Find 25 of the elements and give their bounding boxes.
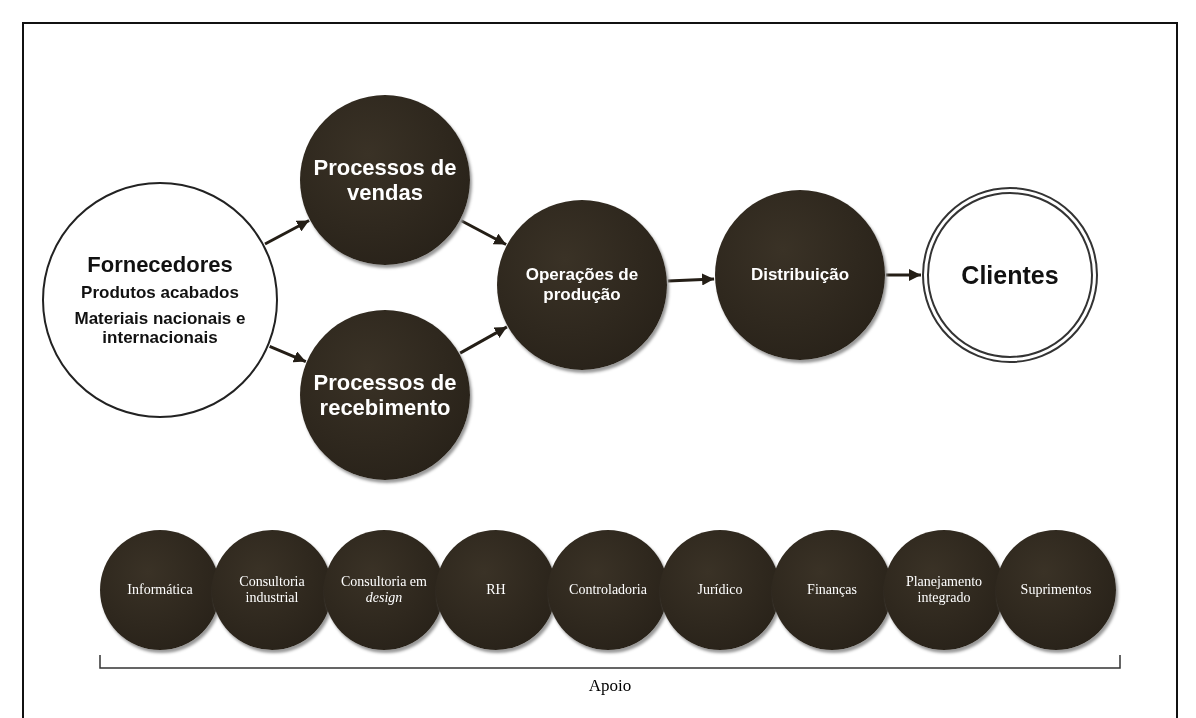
node-title: Jurídico bbox=[697, 581, 743, 599]
circle-node bbox=[996, 530, 1116, 650]
node-title: Informática bbox=[127, 581, 193, 599]
arrow bbox=[886, 269, 921, 281]
arrow bbox=[460, 219, 507, 246]
node-title: Consultoria em design bbox=[340, 573, 428, 607]
node-title: Planejamento integrado bbox=[904, 573, 984, 607]
node-title: Processos de recebimento bbox=[312, 369, 458, 421]
arrow bbox=[667, 273, 715, 286]
node-title: Controladoria bbox=[569, 581, 647, 599]
node-title: Suprimentos bbox=[1020, 581, 1092, 599]
node-title: Clientes bbox=[961, 260, 1059, 290]
node-title: Operações de produção bbox=[524, 265, 640, 305]
node-text: Materiais nacionais e internacionais bbox=[73, 308, 247, 348]
node-title: Fornecedores bbox=[87, 252, 233, 278]
node-title: Consultoria industrial bbox=[238, 573, 306, 607]
group-label: Apoio bbox=[588, 676, 632, 695]
arrow bbox=[264, 219, 310, 246]
arrow bbox=[459, 325, 508, 355]
node-title: Distribuição bbox=[750, 265, 850, 285]
node-title: RH bbox=[486, 581, 506, 599]
node-title: Finanças bbox=[807, 581, 857, 599]
node-text: Produtos acabados bbox=[81, 283, 239, 303]
node-title: Processos de vendas bbox=[312, 154, 458, 206]
arrow bbox=[269, 344, 307, 363]
